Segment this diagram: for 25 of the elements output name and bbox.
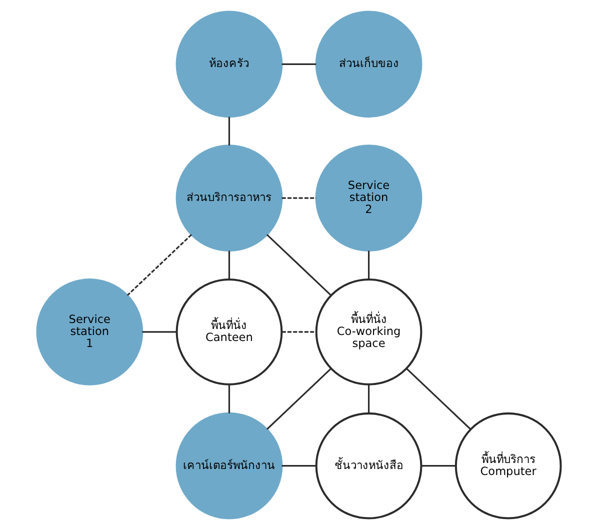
connector (266, 234, 332, 296)
connector (266, 368, 332, 430)
node-circle: เคาน์เตอร์พนักงาน (175, 412, 282, 520)
node-circle: พื้นที่นั่ง Co-working space (314, 278, 422, 386)
connector (281, 197, 316, 199)
connector (406, 368, 471, 430)
node-circle: ชั้นวางหนังสือ (314, 412, 422, 520)
connector (142, 331, 176, 333)
connector (126, 234, 192, 296)
connector (228, 384, 230, 414)
connector (281, 465, 316, 467)
connector (367, 384, 370, 414)
node-circle: ส่วนบริการอาหาร (175, 144, 282, 252)
node-circle: ส่วนเก็บของ (314, 10, 422, 118)
node-circle: พื้นที่นั่ง Canteen (175, 278, 282, 386)
connector (281, 331, 316, 333)
connector (228, 116, 230, 146)
connector (367, 250, 370, 280)
node-circle: Service station 2 (314, 144, 422, 252)
node-circle: พื้นที่บริการ Computer (454, 412, 562, 520)
node-circle: Service station 1 (36, 278, 143, 386)
connector (228, 250, 230, 280)
connector (281, 63, 316, 65)
node-circle: ห้องครัว (175, 10, 282, 118)
connector (420, 465, 456, 467)
